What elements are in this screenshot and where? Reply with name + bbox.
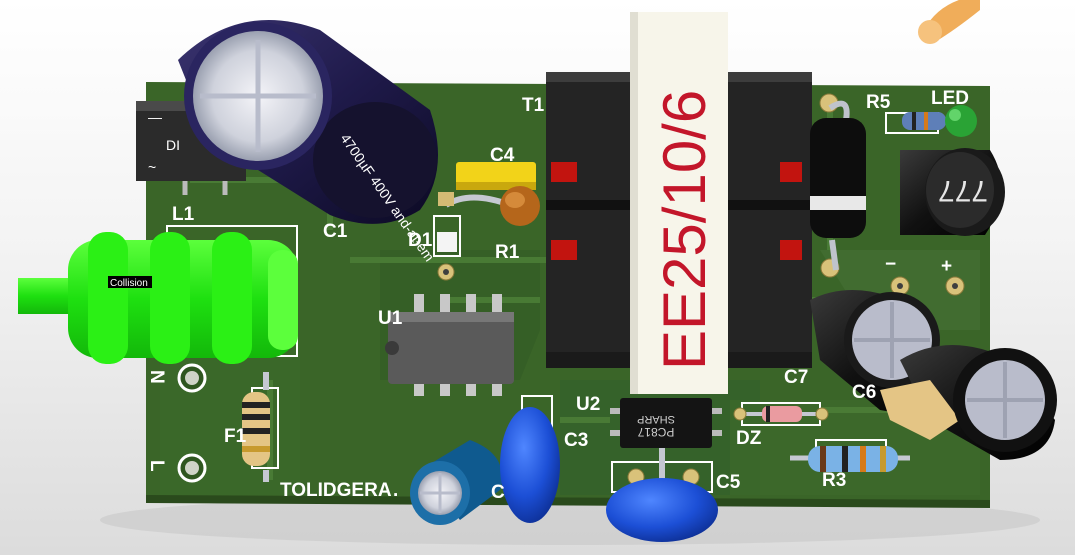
resistor-r3 <box>790 446 910 472</box>
label-u2: U2 <box>576 394 600 415</box>
label-c7: C7 <box>784 367 808 388</box>
opto-part-text: PC817 <box>637 425 674 439</box>
bridge-label: DI <box>166 137 180 153</box>
label-c6: C6 <box>852 382 876 403</box>
output-pad-plus <box>945 276 965 296</box>
label-c1: C1 <box>323 221 348 242</box>
zener-dz <box>733 406 829 422</box>
diode-d1 <box>437 192 457 252</box>
transformer-t1: EE25/10/6 <box>546 12 812 394</box>
label-u1: U1 <box>378 308 403 329</box>
resistor-r5 <box>902 112 946 130</box>
fuse-f1 <box>242 372 270 482</box>
label-r3: R3 <box>822 470 846 491</box>
capacitor-c3 <box>500 407 560 523</box>
brand-suffix: . <box>393 480 398 501</box>
label-f1: F1 <box>224 426 247 447</box>
inductor-l1-collision: Collision <box>18 232 298 364</box>
label-dz: DZ <box>736 428 762 449</box>
led <box>945 105 977 137</box>
opto-brand-text: SHARP <box>637 413 675 425</box>
diode-output <box>810 100 866 271</box>
collision-label: Collision <box>110 278 148 289</box>
bridge-symbol-ac: ~ <box>148 159 156 175</box>
label-n: N <box>146 370 167 384</box>
capacitor-c4 <box>456 162 536 190</box>
optocoupler-u2: SHARP PC817 <box>610 398 722 448</box>
capacitor-c2 <box>410 440 502 525</box>
label-c3: C3 <box>564 430 588 451</box>
mount-pad-l <box>177 453 207 483</box>
label-c5: C5 <box>716 472 741 493</box>
capacitor-c1: 4700µF 400V and-at-em <box>178 20 438 264</box>
svg-text:777: 777 <box>938 174 988 207</box>
label-d1: D1 <box>408 230 433 251</box>
label-l1: L1 <box>172 204 195 225</box>
polarity-minus: − <box>885 254 896 275</box>
label-led: LED <box>931 88 969 109</box>
label-r1: R1 <box>495 242 520 263</box>
bridge-symbol-minus: — <box>148 109 162 125</box>
transformer-label: EE25/10/6 <box>651 90 718 370</box>
ic-u1 <box>385 294 514 396</box>
label-t1: T1 <box>522 95 545 116</box>
wire-stub <box>918 0 980 44</box>
silkscreen-labels: T1 C1 C4 D1 R1 L1 U1 F1 R5 LED C7 C6 U2 … <box>146 88 969 503</box>
label-c2: C <box>491 482 505 503</box>
label-c4: C4 <box>490 145 515 166</box>
capacitor-c8 <box>880 345 1057 460</box>
label-r5: R5 <box>866 92 891 113</box>
mount-pad-n <box>177 363 207 393</box>
label-l: L <box>146 460 167 472</box>
polarity-plus: + <box>941 256 952 277</box>
brand-text: TOLIDGERA <box>280 480 392 501</box>
capacitor-c5 <box>606 448 718 542</box>
capacitor-c6-777: 777 <box>900 148 1005 236</box>
